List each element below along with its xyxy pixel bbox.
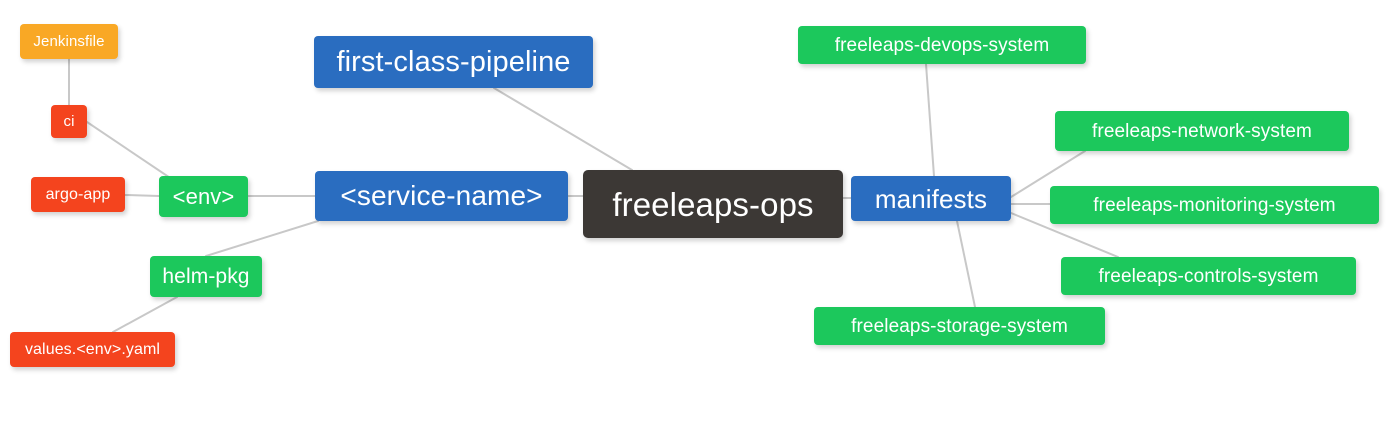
node-manifests[interactable]: manifests (851, 176, 1011, 221)
node-freeleaps-devops-system[interactable]: freeleaps-devops-system (798, 26, 1086, 64)
node-freeleaps-network-system[interactable]: freeleaps-network-system (1055, 111, 1349, 151)
node-freeleaps-controls-system[interactable]: freeleaps-controls-system (1061, 257, 1356, 295)
node-argo-app[interactable]: argo-app (31, 177, 125, 212)
node-first-class-pipeline[interactable]: first-class-pipeline (314, 36, 593, 88)
node-freeleaps-monitoring-system[interactable]: freeleaps-monitoring-system (1050, 186, 1379, 224)
node-helm-pkg[interactable]: helm-pkg (150, 256, 262, 297)
edge-helm-pkg-to-values-yaml (112, 296, 178, 333)
node-jenkinsfile[interactable]: Jenkinsfile (20, 24, 118, 59)
edge-service-name-to-helm-pkg (205, 220, 319, 257)
node-freeleaps-storage-system[interactable]: freeleaps-storage-system (814, 307, 1105, 345)
edge-argo-app-to-env (124, 194, 160, 197)
node-env[interactable]: <env> (159, 176, 248, 217)
node-freeleaps-ops[interactable]: freeleaps-ops (583, 170, 843, 238)
node-service-name[interactable]: <service-name> (315, 171, 568, 221)
node-ci[interactable]: ci (51, 105, 87, 138)
edge-first-class-pipeline-to-freeleaps-ops (493, 87, 633, 171)
edge-manifests-to-freeleaps-storage-system (956, 220, 976, 308)
edge-manifests-to-freeleaps-devops-system (925, 63, 935, 177)
node-values-yaml[interactable]: values.<env>.yaml (10, 332, 175, 367)
